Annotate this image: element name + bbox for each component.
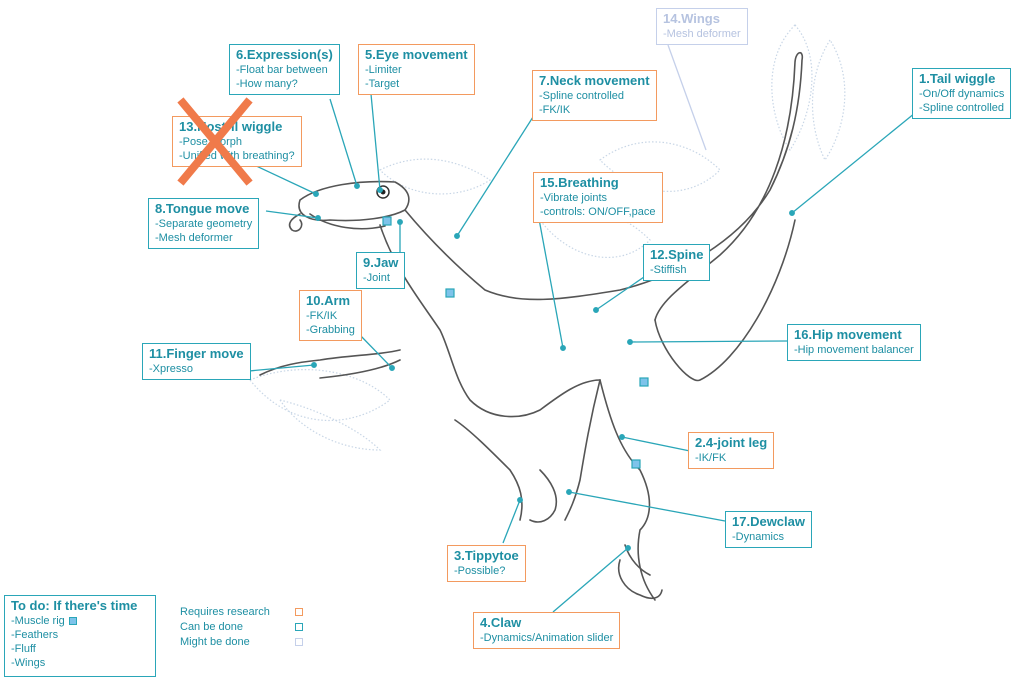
muscle-rig-marker-icon xyxy=(69,617,77,625)
legend: Requires research Can be done Might be d… xyxy=(180,605,305,650)
orange-square-icon xyxy=(295,608,303,616)
legend-row-might-be-done: Might be done xyxy=(180,635,305,650)
lavender-square-icon xyxy=(295,638,303,646)
legend-row-research: Requires research xyxy=(180,605,305,620)
todo-box: To do: If there's time -Muscle rig -Feat… xyxy=(4,595,156,677)
teal-square-icon xyxy=(295,623,303,631)
legend-row-can-be-done: Can be done xyxy=(180,620,305,635)
